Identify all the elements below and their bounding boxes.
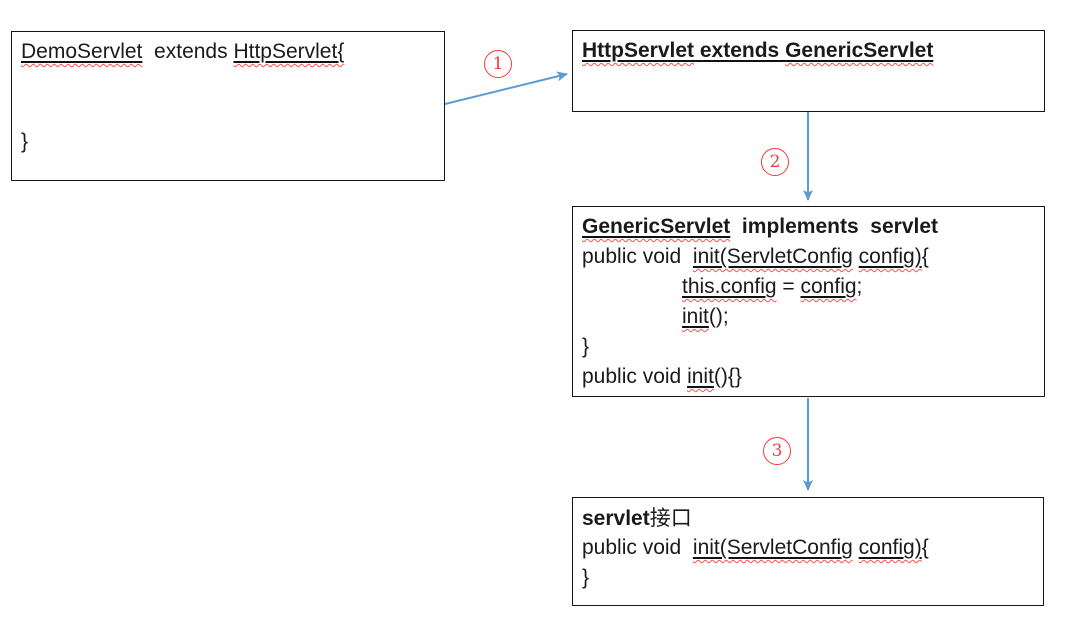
- text-segment: extends: [694, 39, 786, 62]
- text-segment: extends: [142, 40, 234, 63]
- text-segment: 接口: [649, 506, 692, 530]
- text-segment: HttpServlet{: [233, 40, 345, 63]
- code-line: [21, 97, 440, 127]
- text-segment: (){}: [713, 365, 742, 388]
- text-segment: public void: [582, 365, 688, 388]
- text-segment: {: [921, 536, 929, 559]
- step-number: 1: [492, 53, 504, 74]
- text-segment: implements servlet: [730, 215, 939, 238]
- text-segment: HttpServlet: [582, 39, 695, 62]
- text-segment: }: [21, 130, 29, 153]
- text-segment: init(ServletConfig: [692, 245, 853, 268]
- text-segment: DemoServlet: [21, 40, 143, 63]
- step-circle-3: 3: [763, 437, 791, 465]
- code-line: public void init(ServletConfig config){: [582, 242, 1040, 272]
- text-segment: this.config: [682, 275, 777, 298]
- text-segment: ;: [856, 275, 863, 298]
- code-line: HttpServlet extends GenericServlet: [582, 36, 1040, 66]
- code-line: }: [582, 563, 1039, 593]
- code-line: public void init(ServletConfig config){: [582, 533, 1039, 563]
- text-segment: init: [682, 305, 709, 328]
- text-segment: =: [776, 275, 801, 298]
- code-line: init();: [582, 302, 1040, 332]
- text-segment: init: [687, 365, 714, 388]
- text-segment: servlet: [582, 507, 650, 530]
- text-segment: config): [858, 536, 922, 559]
- text-segment: }: [582, 566, 590, 589]
- step-number: 3: [771, 440, 783, 461]
- text-segment: public void: [582, 536, 693, 559]
- text-segment: GenericServlet: [785, 39, 934, 62]
- step-circle-1: 1: [484, 50, 512, 78]
- text-segment: public void: [582, 245, 693, 268]
- box-demo-servlet: DemoServlet extends HttpServlet{}: [11, 31, 445, 181]
- text-segment: config): [858, 245, 922, 268]
- code-line: servlet接口: [582, 503, 1039, 533]
- code-line: }: [582, 332, 1040, 362]
- step-circle-2: 2: [761, 148, 789, 176]
- text-segment: init(ServletConfig: [692, 536, 853, 559]
- box-http-servlet: HttpServlet extends GenericServlet: [572, 30, 1045, 112]
- text-segment: }: [582, 335, 590, 358]
- code-line: }: [21, 127, 440, 157]
- step-number: 2: [769, 151, 781, 172]
- code-line: public void init(){}: [582, 362, 1040, 392]
- text-segment: GenericServlet: [582, 215, 731, 238]
- text-segment: {: [921, 245, 929, 268]
- code-line: DemoServlet extends HttpServlet{: [21, 37, 440, 67]
- code-line: [21, 67, 440, 97]
- code-line: GenericServlet implements servlet: [582, 212, 1040, 242]
- text-segment: ();: [708, 305, 729, 328]
- arrow-demo-to-http: [444, 71, 568, 105]
- text-segment: config: [800, 275, 857, 298]
- code-line: this.config = config;: [582, 272, 1040, 302]
